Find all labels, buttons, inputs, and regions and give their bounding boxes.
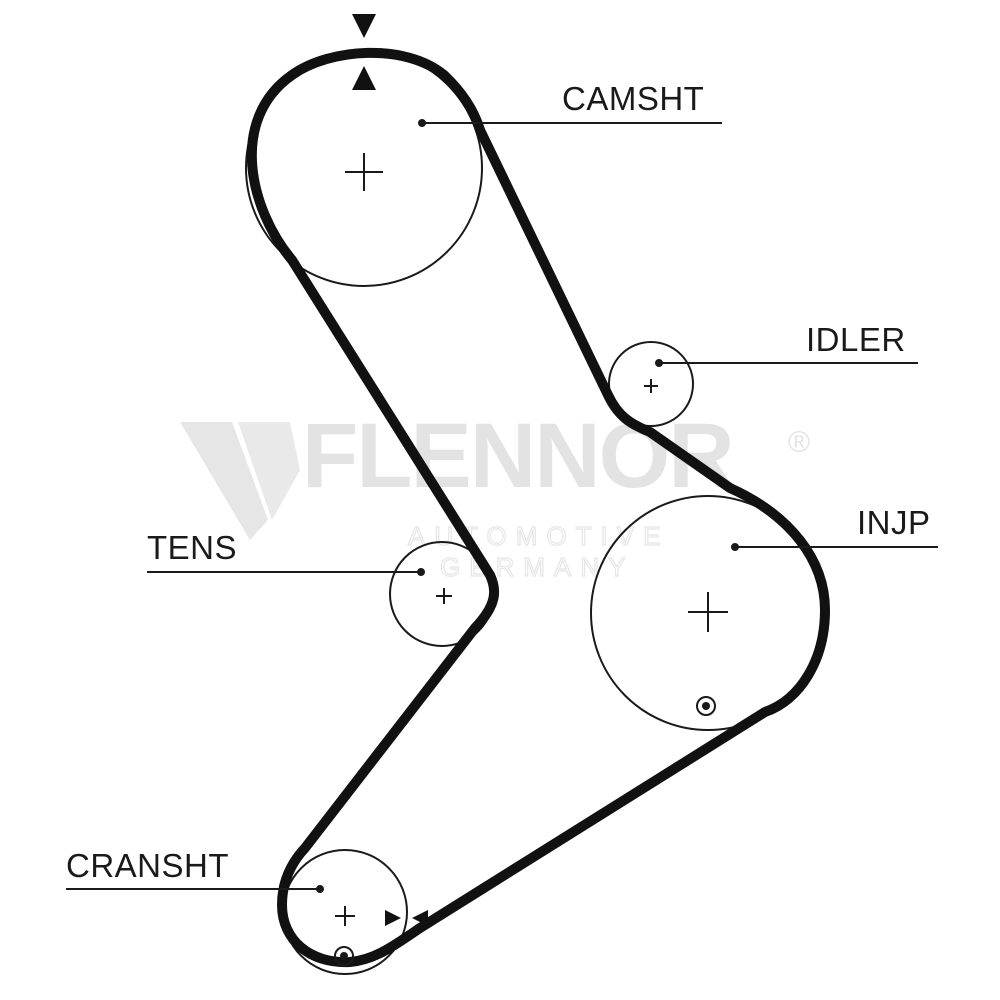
camshaft-leader-line [418,119,722,127]
tensioner-leader-line [147,568,425,576]
camshaft-alignment-arrow-down-icon [352,14,376,38]
watermark: FLENNOR ® AUTOMOTIVE GERMANY [180,405,810,583]
watermark-logo-mark [180,422,268,540]
injection-pump-center-mark [688,592,728,632]
watermark-logo-mark-2 [238,422,300,520]
camshaft-center-mark [345,153,383,191]
crankshaft-timing-mark [334,946,354,966]
camshaft-label: CAMSHT [562,80,704,117]
watermark-brand: FLENNOR [302,405,733,507]
timing-belt [246,47,830,968]
injection-pump-leader-line [731,543,938,551]
crankshaft-alignment-arrow-left-icon [412,910,428,926]
crankshaft-label: CRANSHT [66,847,229,884]
injection-pump-timing-mark [696,696,716,716]
idler-center-mark [644,379,658,393]
injection-pump-label: INJP [857,504,931,541]
idler-pulley [608,341,694,427]
tensioner-label: TENS [147,529,237,566]
idler-leader-line [655,359,918,367]
crankshaft-center-mark [335,906,355,926]
crankshaft-leader-line [66,885,324,893]
crankshaft-alignment-arrow-right-icon [385,910,401,926]
tensioner-center-mark [436,588,452,604]
camshaft-alignment-arrow-up-icon [352,66,376,90]
idler-label: IDLER [806,321,906,358]
watermark-registered-mark: ® [788,426,810,459]
watermark-line-2: GERMANY [440,552,634,582]
